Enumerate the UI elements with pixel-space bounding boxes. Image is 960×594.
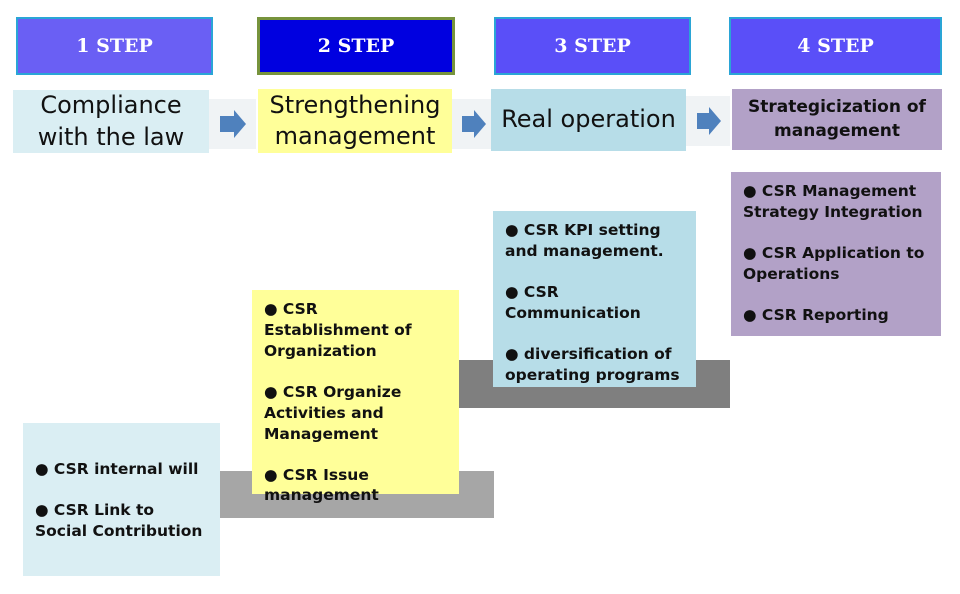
arrow-right-icon [220,116,234,132]
step-3-item: ● CSR Communication [505,282,641,322]
step-3-header-label: 3 STEP [554,35,631,57]
step-1-header: 1 STEP [16,17,213,75]
step-2-detail-box: ● CSR Establishment of Organization ● CS… [252,290,459,504]
step-4-item: ● CSR Management Strategy Integration [743,182,923,221]
step-1-title: Compliance with the law [13,90,209,153]
step-2-header-label: 2 STEP [317,35,395,57]
step-2-item: ● CSR Organize Activities and Management [264,382,402,443]
arrow-right-icon [697,113,709,129]
arrow-3-track [686,96,730,146]
arrow-2-track [452,99,491,149]
step-4-header: 4 STEP [729,17,942,75]
arrow-right-icon-head [474,110,486,138]
step-4-item: ● CSR Application to Operations [743,243,925,283]
step-3-header: 3 STEP [494,17,691,75]
step-1-item: ● CSR internal will [35,460,199,478]
step-3-title-text: Real operation [501,105,676,134]
step-3-detail-box: ● CSR KPI setting and management. ● CSR … [493,211,696,387]
arrow-right-icon-head [709,107,721,135]
step-1-detail-box: ● CSR internal will ● CSR Link to Social… [23,423,220,576]
step-4-title-text: Strategicization of management [748,96,926,141]
step-2-item: ● CSR Issue management [264,465,379,505]
step-3-item: ● CSR KPI setting and management. [505,221,664,260]
arrow-right-icon-head [234,110,246,138]
step-1-title-text: Compliance with the law [37,91,185,151]
step-4-item: ● CSR Reporting [743,305,889,324]
step-2-item: ● CSR Establishment of Organization [264,300,412,360]
step-2-header: 2 STEP [257,17,455,75]
step-4-detail-box: ● CSR Management Strategy Integration ● … [731,172,941,336]
step-1-item: ● CSR Link to Social Contribution [35,500,203,540]
step-4-title: Strategicization of management [732,89,942,150]
step-3-item: ● diversification of operating programs [505,344,680,384]
step-1-header-label: 1 STEP [76,35,153,57]
arrow-1-track [209,99,256,149]
step-4-header-label: 4 STEP [797,35,874,57]
step-3-title: Real operation [491,89,686,151]
step-2-title-text: Strengthening management [269,90,441,150]
arrow-right-icon [462,116,474,132]
step-2-title: Strengthening management [258,89,452,153]
